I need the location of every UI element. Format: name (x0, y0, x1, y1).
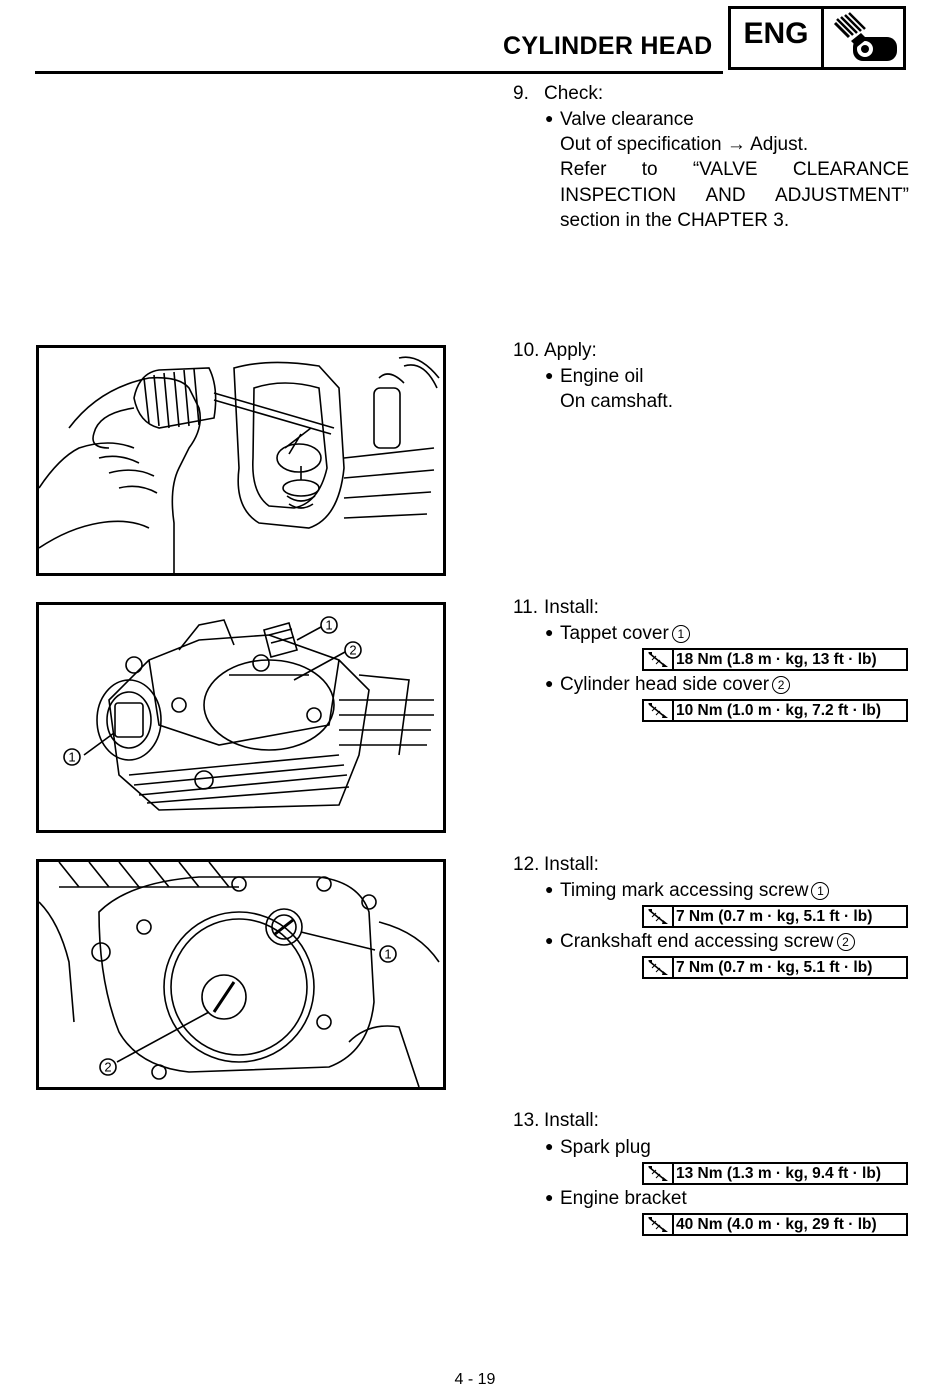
callout-number: 2 (836, 933, 855, 951)
step-action: Check: (544, 83, 604, 104)
bullet-icon: ● (545, 881, 554, 897)
bullet-label: Cylinder head side cover (560, 674, 770, 695)
header-rule (35, 71, 723, 74)
figure-tappet-cover: 1 2 1 (36, 602, 446, 833)
instruction-line: Out of specification → Adjust. (560, 134, 809, 155)
tappet-cover-illustration: 1 2 1 (63, 616, 434, 811)
bullet-label: Crankshaft end accessing screw (560, 931, 834, 952)
torque-value: 13 Nm (1.3 m · kg, 9.4 ft · lb) (676, 1165, 881, 1182)
torque-value: 40 Nm (4.0 m · kg, 29 ft · lb) (676, 1216, 877, 1233)
torque-wrench-icon (648, 907, 674, 926)
instruction-line: On camshaft. (560, 391, 673, 412)
bullet-label: Tappet cover (560, 623, 669, 644)
bullet-icon: ● (545, 675, 554, 691)
figure-apply-oil (36, 345, 446, 576)
torque-wrench-icon (648, 1215, 674, 1234)
bullet-item: ● Spark plug (545, 1134, 651, 1161)
callout-1: 1 (325, 618, 332, 633)
bullet-item: ● Engine oil (545, 363, 643, 390)
torque-value: 7 Nm (0.7 m · kg, 5.1 ft · lb) (676, 908, 873, 925)
torque-spec: 10 Nm (1.0 m · kg, 7.2 ft · lb) (642, 699, 908, 722)
callout-2: 2 (349, 643, 356, 658)
torque-spec: 18 Nm (1.8 m · kg, 13 ft · lb) (642, 648, 908, 671)
torque-value: 7 Nm (0.7 m · kg, 5.1 ft · lb) (676, 959, 873, 976)
engine-icon (833, 12, 897, 61)
bullet-label: Engine oil (560, 366, 644, 387)
bullet-icon: ● (545, 1189, 554, 1205)
callout-number: 2 (772, 676, 791, 694)
bullet-label: Spark plug (560, 1137, 651, 1158)
callout-number: 1 (671, 625, 690, 643)
instruction-line: INSPECTION AND ADJUSTMENT” (560, 185, 909, 206)
step-number: 10. (513, 340, 540, 361)
bullet-icon: ● (545, 932, 554, 948)
callout-number: 1 (811, 882, 830, 900)
section-badge: ENG (728, 6, 906, 70)
bullet-item: ● Engine bracket (545, 1185, 687, 1212)
torque-wrench-icon (648, 958, 674, 977)
step-action: Install: (544, 597, 599, 618)
bullet-icon: ● (545, 624, 554, 640)
bullet-icon: ● (545, 110, 554, 126)
instruction-line: Refer to “VALVE CLEARANCE (560, 159, 909, 180)
bullet-label: Valve clearance (560, 109, 694, 130)
step-action: Apply: (544, 340, 597, 361)
bullet-label: Timing mark accessing screw (560, 880, 809, 901)
step-action: Install: (544, 854, 599, 875)
section-badge-label: ENG (731, 9, 824, 67)
step-number: 11. (513, 597, 539, 618)
step-12: 12.Install: (513, 852, 599, 878)
torque-value: 10 Nm (1.0 m · kg, 7.2 ft · lb) (676, 702, 881, 719)
instruction-line: section in the CHAPTER 3. (560, 210, 790, 231)
torque-wrench-icon (648, 1164, 674, 1183)
torque-spec: 7 Nm (0.7 m · kg, 5.1 ft · lb) (642, 956, 908, 979)
step-11: 11.Install: (513, 595, 599, 621)
step-9: 9. Check: (513, 81, 603, 107)
bullet-item: ● Valve clearance (545, 106, 694, 133)
torque-spec: 13 Nm (1.3 m · kg, 9.4 ft · lb) (642, 1162, 908, 1185)
bullet-icon: ● (545, 1138, 554, 1154)
torque-spec: 40 Nm (4.0 m · kg, 29 ft · lb) (642, 1213, 908, 1236)
crankcase-cover-illustration: 1 2 (39, 862, 440, 1087)
step-number: 9. (513, 83, 529, 104)
step-13: 13.Install: (513, 1108, 599, 1134)
step-number: 13. (513, 1110, 540, 1131)
torque-wrench-icon (648, 701, 674, 720)
torque-wrench-icon (648, 650, 674, 669)
apply-oil-illustration (39, 356, 440, 573)
page-title: CYLINDER HEAD (503, 32, 713, 60)
bullet-icon: ● (545, 367, 554, 383)
figure-crankcase-cover: 1 2 (36, 859, 446, 1090)
torque-spec: 7 Nm (0.7 m · kg, 5.1 ft · lb) (642, 905, 908, 928)
callout-1: 1 (384, 947, 391, 962)
step-10: 10.Apply: (513, 338, 597, 364)
callout-2: 2 (104, 1060, 111, 1075)
step-action: Install: (544, 1110, 599, 1131)
bullet-label: Engine bracket (560, 1188, 687, 1209)
callout-1: 1 (68, 750, 75, 765)
torque-value: 18 Nm (1.8 m · kg, 13 ft · lb) (676, 651, 877, 668)
step-number: 12. (513, 854, 540, 875)
page-number: 4 - 19 (454, 1371, 496, 1388)
